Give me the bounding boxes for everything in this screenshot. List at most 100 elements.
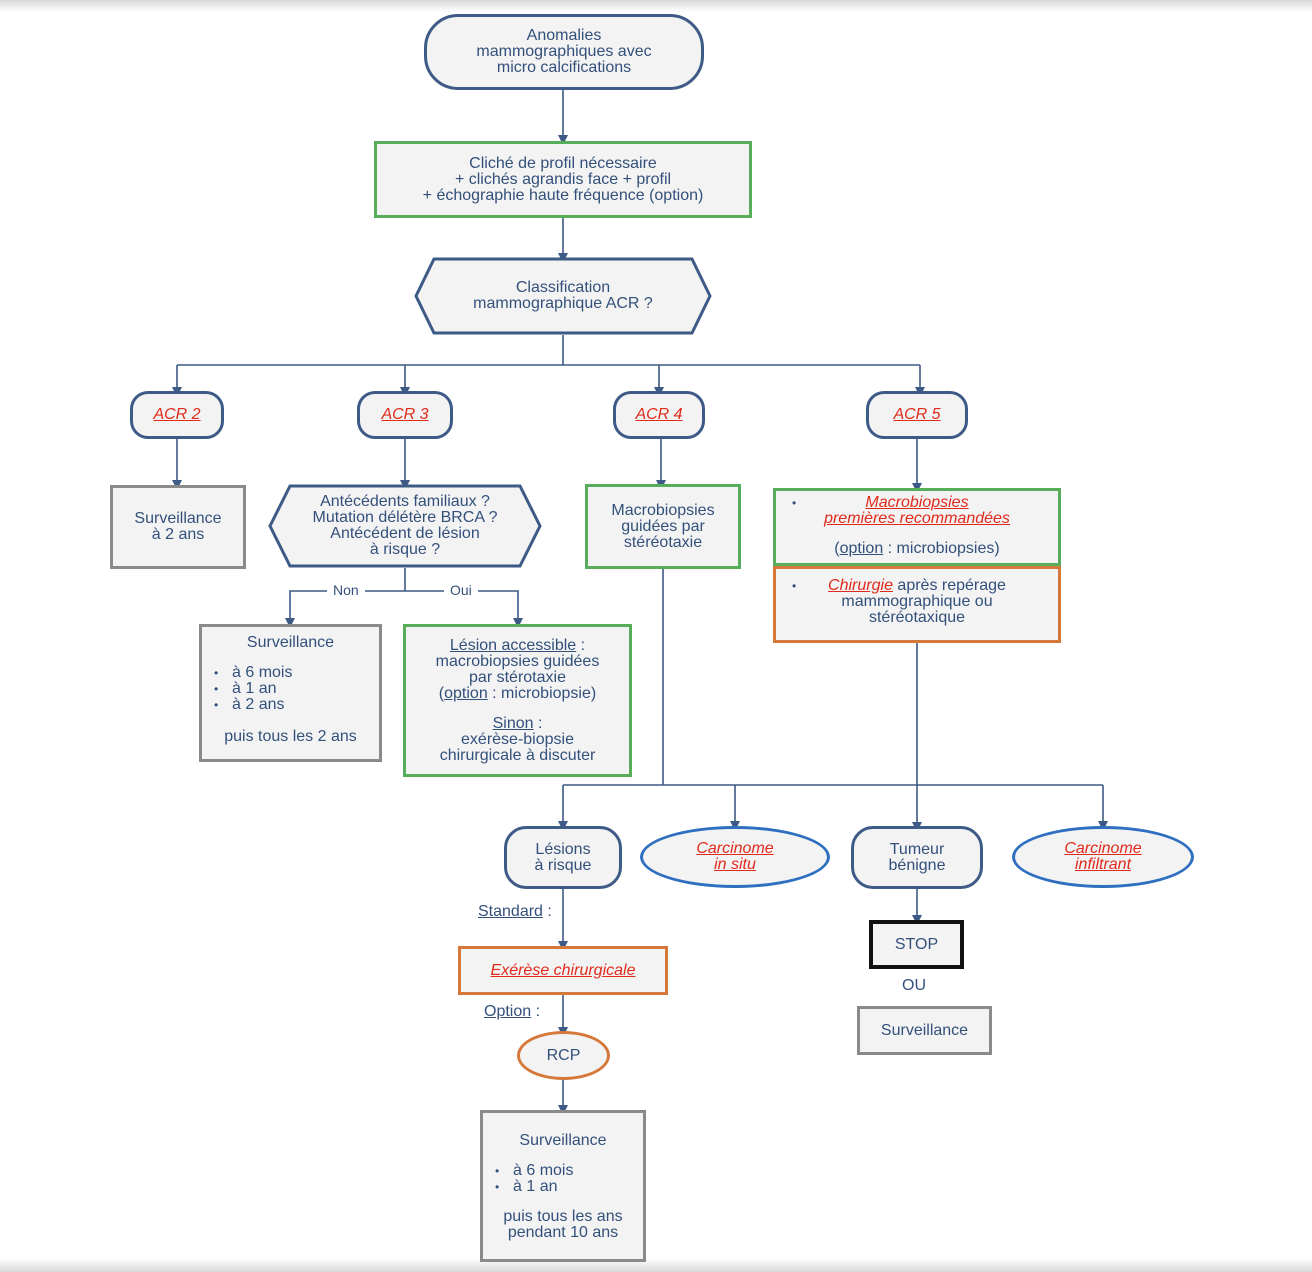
acr5-macrobiopsies-box: • Macrobiopsies premières recommandées (… — [773, 488, 1061, 566]
acr5-green-line-1: Macrobiopsies — [865, 494, 969, 511]
option-colon: : — [531, 1003, 541, 1020]
cliche-line-3: + échographie haute fréquence (option) — [422, 186, 704, 204]
acr3-surv-title: Surveillance — [246, 634, 335, 651]
branch-label-oui: Oui — [444, 582, 478, 598]
acr3-oui-option: option — [444, 684, 488, 702]
stop-label: STOP — [894, 935, 939, 953]
acr3-oui-line-3: par stérotaxie — [469, 668, 566, 686]
acr5-opt-option: option — [839, 540, 884, 557]
acr4-label: ACR 4 — [635, 406, 683, 423]
acr3-surv-item: à 6 mois — [212, 665, 292, 682]
acr5-label: ACR 5 — [893, 406, 941, 423]
acr3-question-hexagon: Antécédents familiaux ? Mutation délétèr… — [268, 484, 542, 568]
acr4-line-1: Macrobiopsies — [611, 501, 715, 519]
final-surv-footer-1: puis tous les ans — [503, 1208, 623, 1225]
acr3-oui-line-7: chirurgicale à discuter — [439, 746, 596, 764]
carcinome-infiltrant-node: Carcinome infiltrant — [1012, 826, 1194, 888]
standard-label: Standard : — [478, 903, 552, 921]
benign-surveillance-box: Surveillance — [857, 1006, 992, 1055]
cliche-line-1: Cliché de profil nécessaire — [469, 154, 657, 172]
acr2-result-line-2: à 2 ans — [151, 526, 205, 543]
acr3-question-line-3: Antécédent de lésion — [330, 525, 480, 542]
classification-hexagon: Classification mammographique ACR ? — [414, 257, 712, 335]
final-surv-title: Surveillance — [519, 1132, 607, 1149]
exerese-label: Exérèse chirurgicale — [490, 961, 636, 979]
cliche-box: Cliché de profil nécessaire + clichés ag… — [374, 141, 752, 218]
infiltrant-line-1: Carcinome — [1064, 840, 1142, 857]
option-text: Option — [484, 1003, 532, 1020]
lesions-line-1: Lésions — [535, 840, 591, 858]
rcp-node: RCP — [517, 1031, 610, 1080]
lesions-line-2: à risque — [534, 856, 592, 874]
acr5-green-line-2: premières recommandées — [824, 510, 1010, 527]
acr3-question-line-2: Mutation délétère BRCA ? — [312, 509, 498, 526]
acr3-surv-item: à 1 an — [212, 681, 292, 698]
acr3-surv-footer: puis tous les 2 ans — [224, 728, 357, 745]
acr3-oui-line-6: exérèse-biopsie — [461, 730, 574, 748]
start-node: Anomalies mammographiques avec micro cal… — [424, 14, 704, 90]
final-surveillance-box: Surveillance à 6 mois à 1 an puis tous l… — [480, 1110, 646, 1262]
acr3-oui-paren: ( — [438, 684, 445, 702]
acr3-oui-box: Lésion accessible : macrobiopsies guidée… — [403, 624, 632, 777]
carcinome-in-situ-node: Carcinome in situ — [640, 826, 830, 888]
tumeur-benigne-node: Tumeur bénigne — [851, 826, 983, 889]
benign-line-1: Tumeur — [889, 840, 945, 858]
acr2-result-line-1: Surveillance — [134, 510, 222, 527]
arrow-oui — [405, 590, 523, 628]
classification-line-2: mammographique ACR ? — [473, 295, 653, 312]
bullet-icon: • — [792, 579, 797, 593]
stop-box: STOP — [869, 920, 964, 969]
ou-label: OU — [902, 977, 926, 995]
standard-colon: : — [542, 903, 552, 920]
sinon-colon: : — [533, 714, 543, 732]
acr5-opt-paren: ( — [834, 540, 840, 557]
sinon-label: Sinon — [492, 714, 534, 732]
final-surv-footer-2: pendant 10 ans — [507, 1224, 619, 1241]
start-line-2: mammographiques avec — [476, 43, 652, 60]
acr3-surveillance-box: Surveillance à 6 mois à 1 an à 2 ans pui… — [199, 624, 382, 762]
lesion-accessible-colon: : — [576, 636, 586, 654]
branch-label-non: Non — [327, 582, 365, 598]
acr2-node: ACR 2 — [130, 391, 224, 439]
infiltrant-line-2: infiltrant — [1074, 856, 1132, 873]
chirurgie-label: Chirurgie — [828, 577, 893, 594]
acr3-surv-item: à 2 ans — [212, 697, 292, 714]
acr3-label: ACR 3 — [381, 406, 429, 423]
standard-text: Standard — [478, 903, 543, 920]
acr5-orange-line-2: mammographique ou — [841, 593, 993, 610]
acr3-oui-line-2: macrobiopsies guidées — [435, 652, 600, 670]
acr2-surveillance-box: Surveillance à 2 ans — [110, 485, 246, 569]
acr3-question-line-1: Antécédents familiaux ? — [320, 493, 490, 510]
lesions-a-risque-node: Lésions à risque — [504, 826, 622, 889]
acr4-line-3: stéréotaxie — [623, 533, 703, 551]
acr4-line-2: guidées par — [621, 517, 705, 535]
cliche-line-2: + clichés agrandis face + profil — [454, 170, 672, 188]
acr3-node: ACR 3 — [357, 391, 453, 439]
bullet-icon: • — [792, 496, 797, 510]
bottom-shadow — [0, 1258, 1312, 1272]
acr5-opt-microbiopsies: : microbiopsies) — [883, 540, 1000, 557]
acr5-orange-line-3: stéréotaxique — [868, 609, 966, 626]
lesion-accessible-label: Lésion accessible — [449, 636, 577, 654]
acr4-macrobiopsies-box: Macrobiopsies guidées par stéréotaxie — [585, 484, 741, 569]
acr3-oui-microbiopsie: : microbiopsie) — [487, 684, 597, 702]
acr2-label: ACR 2 — [153, 406, 201, 423]
classification-line-1: Classification — [515, 279, 611, 296]
benign-line-2: bénigne — [888, 856, 946, 874]
cis-line-2: in situ — [714, 856, 756, 873]
acr5-chirurgie-box: • Chirurgie après repérage mammographiqu… — [773, 566, 1061, 643]
benign-surveillance-label: Surveillance — [880, 1021, 969, 1039]
acr5-node: ACR 5 — [866, 391, 968, 439]
final-surv-item: à 6 mois — [493, 1163, 573, 1180]
acr4-node: ACR 4 — [613, 391, 705, 439]
acr5-orange-line-1: après repérage — [892, 577, 1006, 594]
arrow-non — [285, 590, 405, 628]
rcp-label: RCP — [546, 1046, 581, 1064]
final-surv-item: à 1 an — [493, 1179, 573, 1196]
start-line-1: Anomalies — [526, 27, 602, 44]
start-line-3: micro calcifications — [496, 59, 632, 76]
exerese-box: Exérèse chirurgicale — [458, 946, 668, 995]
option-label: Option : — [484, 1003, 541, 1021]
top-shadow — [0, 0, 1312, 12]
